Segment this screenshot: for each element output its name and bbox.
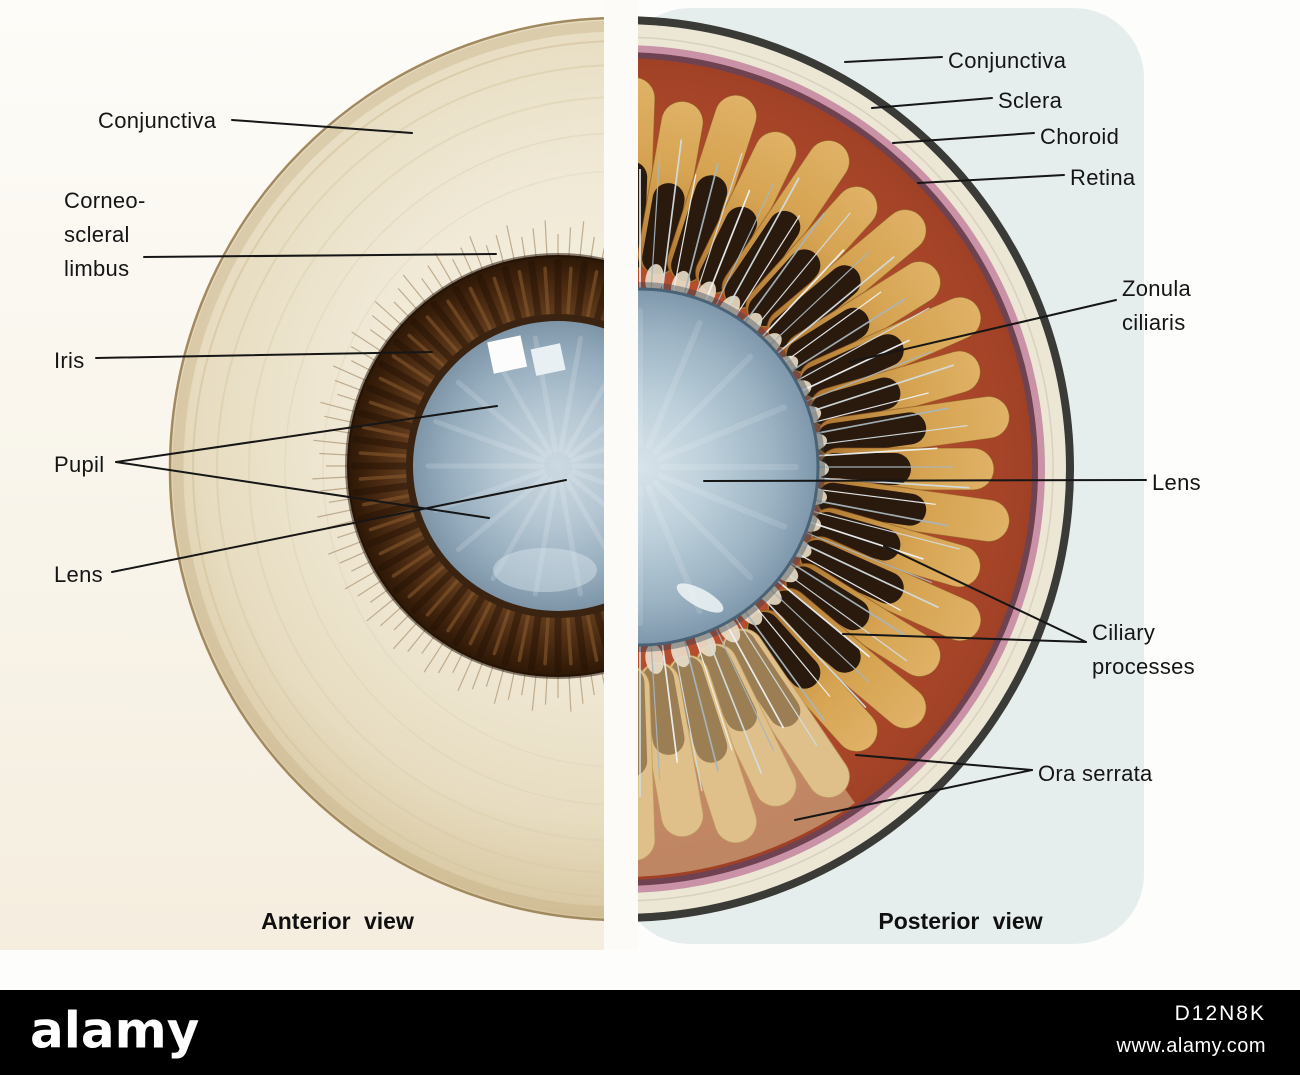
anterior-view-art xyxy=(0,0,604,950)
zonule-fibers-art xyxy=(639,139,970,797)
alamy-logo: alamy xyxy=(30,1001,200,1060)
label-line: Ciliary xyxy=(1092,620,1156,645)
pupil-art xyxy=(413,321,604,611)
label-line: Zonula xyxy=(1122,276,1192,301)
alamy-url: www.alamy.com xyxy=(1116,1035,1266,1057)
label-ora-serrata: Ora serrata xyxy=(1038,761,1153,786)
label-conjunctiva-posterior: Conjunctiva xyxy=(948,48,1067,73)
label-corneoscleral-limbus: Corneo- scleral limbus xyxy=(64,184,146,286)
label-lens-anterior: Lens xyxy=(54,562,103,587)
label-retina: Retina xyxy=(1070,165,1136,190)
eye-illustration xyxy=(0,0,1147,950)
label-sclera: Sclera xyxy=(998,88,1063,113)
image-id: D12N8K xyxy=(1174,1002,1266,1025)
pupil-streaks-art xyxy=(425,335,604,597)
leader-lines xyxy=(95,56,1147,821)
label-line: processes xyxy=(1092,654,1195,679)
divider xyxy=(604,0,638,950)
label-line: scleral xyxy=(64,222,130,247)
caption-posterior-view: Posterior view xyxy=(878,908,1043,934)
posterior-view-art xyxy=(638,8,1144,944)
label-zonula-ciliaris: Zonula ciliaris xyxy=(1122,272,1191,340)
caption-anterior-view: Anterior view xyxy=(261,908,414,934)
lens-art xyxy=(638,287,820,647)
label-line: limbus xyxy=(64,256,130,281)
label-ciliary-processes: Ciliary processes xyxy=(1092,616,1195,684)
label-pupil: Pupil xyxy=(54,452,105,477)
watermark-info: D12N8K www.alamy.com xyxy=(1117,1002,1267,1058)
label-choroid: Choroid xyxy=(1040,124,1120,149)
label-lens-posterior: Lens xyxy=(1152,470,1201,495)
label-conjunctiva-anterior: Conjunctiva xyxy=(98,108,217,133)
corneal-highlight-art xyxy=(487,335,566,376)
label-line: ciliaris xyxy=(1122,310,1186,335)
watermark-bar: alamy D12N8K www.alamy.com xyxy=(0,990,1300,1075)
label-iris: Iris xyxy=(54,348,85,373)
label-line: Corneo- xyxy=(64,188,146,213)
